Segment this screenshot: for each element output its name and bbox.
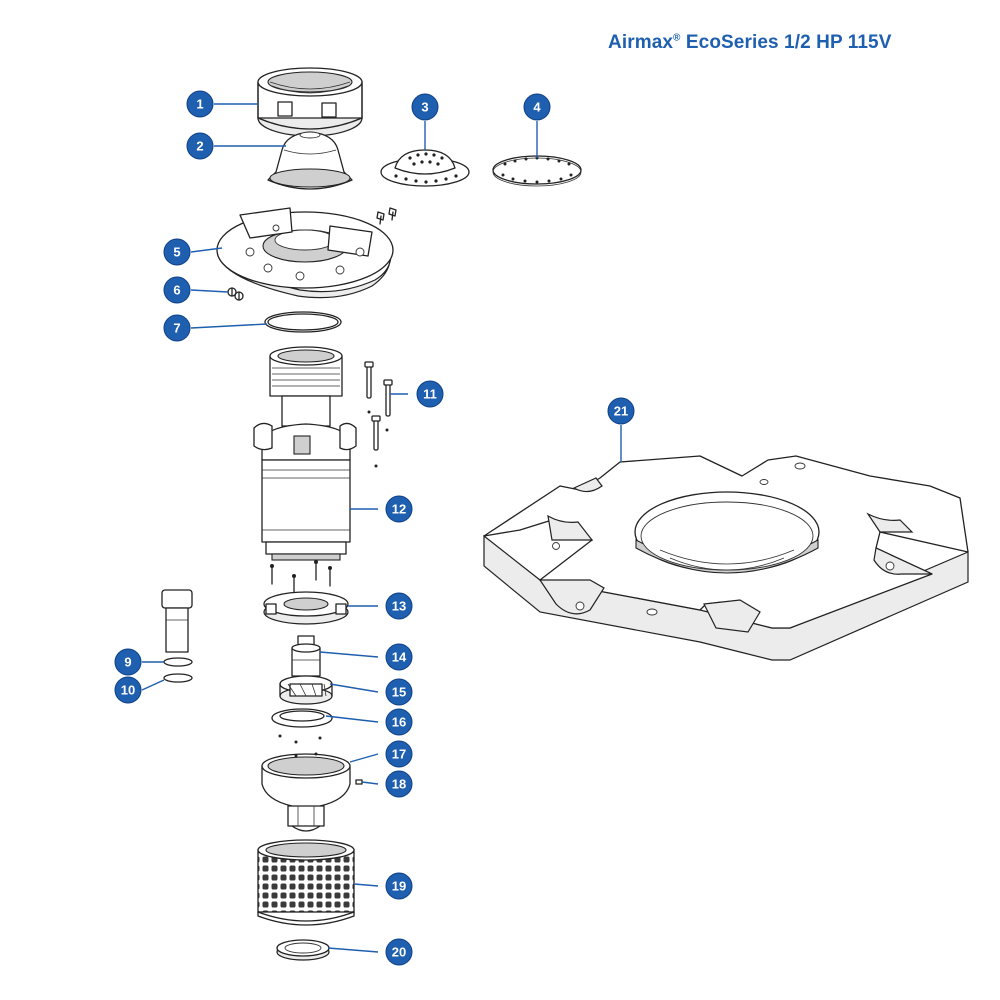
callout-3: 3 xyxy=(411,93,439,121)
callout-17: 17 xyxy=(385,740,413,768)
callout-4: 4 xyxy=(523,93,551,121)
part-11-pins xyxy=(364,361,393,468)
callout-15-number: 15 xyxy=(392,685,406,700)
cord-plug xyxy=(161,589,193,653)
callout-16: 16 xyxy=(385,708,413,736)
part-4-flat-disc xyxy=(492,155,582,187)
part-17-pump-housing xyxy=(261,752,351,832)
callout-2-number: 2 xyxy=(196,139,203,154)
part-1-threaded-collar xyxy=(257,67,363,137)
diagram-title: Airmax® EcoSeries 1/2 HP 115V xyxy=(608,32,892,54)
part-18-screw xyxy=(355,779,363,785)
callout-3-number: 3 xyxy=(421,100,428,115)
callout-1-number: 1 xyxy=(196,97,203,112)
part-5-mounting-flange xyxy=(216,207,397,299)
callout-14-number: 14 xyxy=(392,650,407,665)
title-rest: EcoSeries 1/2 HP 115V xyxy=(680,32,892,53)
callout-19: 19 xyxy=(385,872,413,900)
callout-1: 1 xyxy=(186,90,214,118)
callout-18: 18 xyxy=(385,770,413,798)
callout-2: 2 xyxy=(186,132,214,160)
callout-11: 11 xyxy=(416,380,444,408)
part-6-screws xyxy=(227,287,244,301)
callout-6-number: 6 xyxy=(173,283,180,298)
part-15-impeller xyxy=(279,675,333,705)
part-2-cone xyxy=(267,131,353,190)
callout-12-number: 12 xyxy=(392,502,406,517)
callout-10: 10 xyxy=(114,676,142,704)
part-3-diffuser-cap xyxy=(380,149,470,187)
callout-6: 6 xyxy=(163,276,191,304)
part-10-o-ring xyxy=(163,673,193,683)
callout-9: 9 xyxy=(114,648,142,676)
part-7-o-ring xyxy=(264,311,342,333)
callout-9-number: 9 xyxy=(124,655,131,670)
callout-5-number: 5 xyxy=(173,245,180,260)
callout-10-number: 10 xyxy=(121,683,135,698)
callout-20: 20 xyxy=(385,938,413,966)
part-19-mesh-screen xyxy=(257,839,355,926)
callout-18-number: 18 xyxy=(392,777,406,792)
callout-5: 5 xyxy=(163,238,191,266)
part-12-motor-housing xyxy=(178,346,357,591)
callout-20-number: 20 xyxy=(392,945,406,960)
part-13-bearing-plate xyxy=(263,560,349,625)
title-brand: Airmax xyxy=(608,32,674,53)
callout-leaders xyxy=(141,103,622,953)
callout-7-number: 7 xyxy=(173,321,180,336)
callout-13: 13 xyxy=(385,592,413,620)
callout-13-number: 13 xyxy=(392,599,406,614)
callout-17-number: 17 xyxy=(392,747,406,762)
part-20-bottom-ring xyxy=(276,939,330,961)
part-14-shaft xyxy=(291,635,321,677)
callout-7: 7 xyxy=(163,314,191,342)
callout-12: 12 xyxy=(385,495,413,523)
part-16-wear-ring xyxy=(271,708,333,744)
callout-14: 14 xyxy=(385,643,413,671)
part-9-o-ring xyxy=(163,657,193,667)
part-21-float-base xyxy=(483,455,969,661)
callout-11-number: 11 xyxy=(423,387,437,402)
callout-21-number: 21 xyxy=(614,404,628,419)
title-registered-mark: ® xyxy=(673,32,681,44)
callout-21: 21 xyxy=(607,397,635,425)
callout-4-number: 4 xyxy=(533,100,541,115)
callout-15: 15 xyxy=(385,678,413,706)
callout-19-number: 19 xyxy=(392,879,406,894)
callout-16-number: 16 xyxy=(392,715,406,730)
